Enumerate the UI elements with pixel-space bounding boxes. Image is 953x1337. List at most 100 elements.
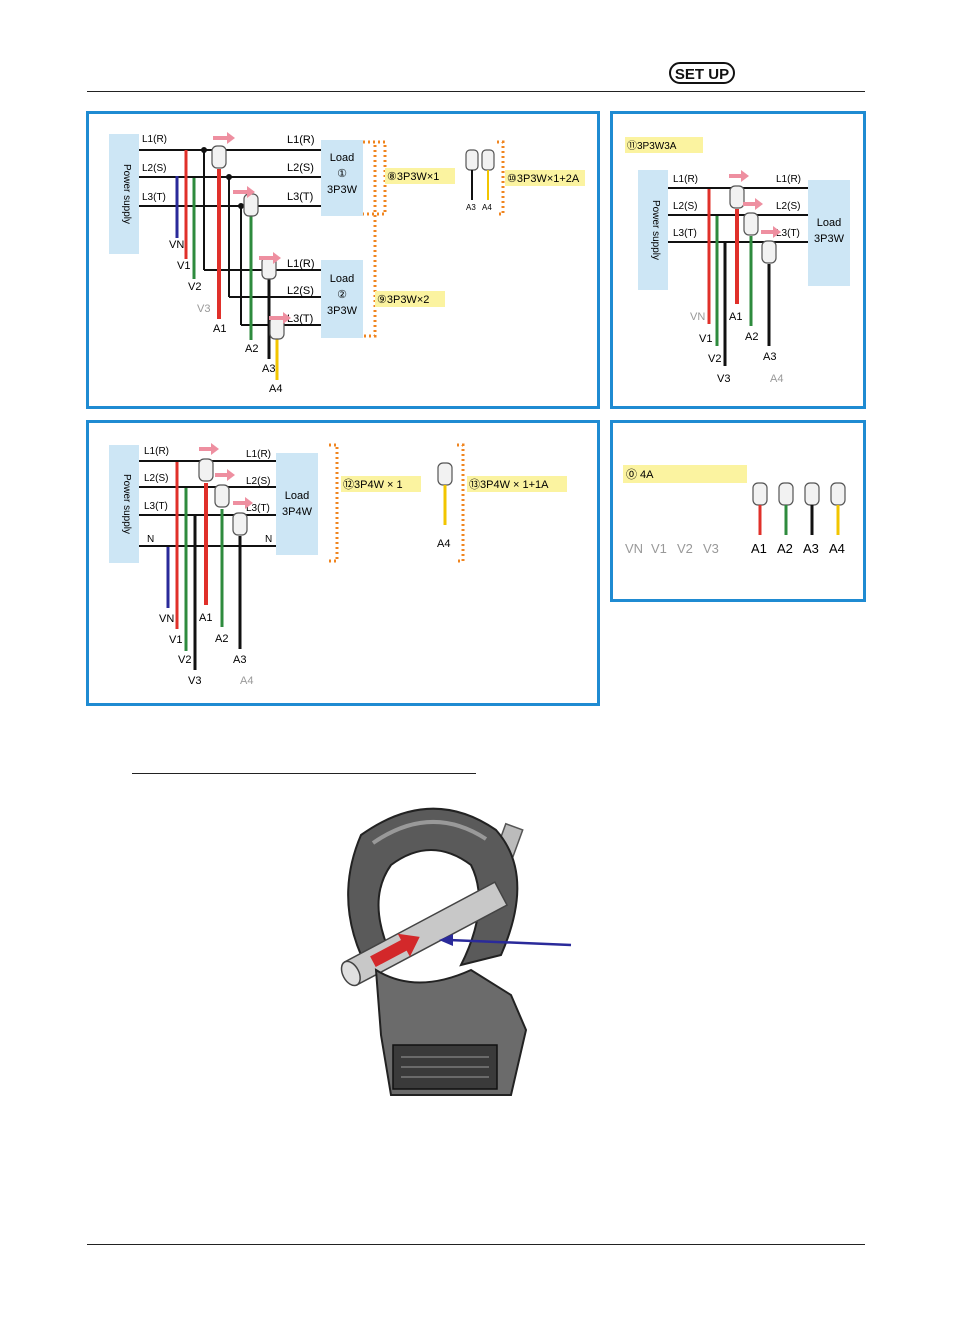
clamp-icon: [232, 512, 248, 536]
right-line-l3: L3(T): [776, 228, 800, 239]
label-v3: V3: [188, 675, 201, 687]
label-a1: A1: [213, 323, 226, 335]
clamp-icon: [437, 462, 453, 486]
panel-title: ⓪ 4A: [626, 468, 654, 481]
section-underline: [132, 773, 476, 774]
load-2-box: [321, 260, 363, 338]
current-arrow-icon: [199, 443, 219, 455]
label-v2: V2: [708, 353, 721, 365]
bracket-8: [363, 140, 387, 216]
load-2-number: ②: [337, 289, 347, 301]
label-v2: V2: [188, 281, 201, 293]
option-12-bg: [341, 476, 421, 492]
pointer-arrow-icon: [439, 934, 453, 946]
load-label: Load: [817, 217, 841, 229]
option-9-label: ⑨3P3W×2: [377, 294, 429, 306]
bracket-12: [329, 443, 339, 563]
label-a2: A2: [215, 633, 228, 645]
load-type: 3P4W: [282, 506, 313, 518]
clamp-icon: [830, 482, 846, 506]
load-1-type: 3P3W: [327, 184, 358, 196]
small-label-a3: A3: [466, 203, 476, 212]
clamp-icon: [761, 240, 777, 264]
label-v3: V3: [717, 373, 730, 385]
left-line-l3: L3(T): [673, 228, 697, 239]
right-line-l1: L1(R): [287, 134, 315, 146]
panel-3p4w: Power supply L1(R) L2(S) L3(T) N L1(R) L…: [86, 420, 600, 706]
label-a2: A2: [777, 541, 793, 556]
left-line-l3: L3(T): [144, 501, 168, 512]
wiring-diagram-4a: ⓪ 4A VN V1 V2 V3 A1 A2 A3 A4: [623, 465, 846, 556]
small-label-a4: A4: [482, 203, 492, 212]
clamp-icon: [729, 185, 745, 209]
left-line-l2: L2(S): [144, 473, 168, 484]
current-arrow-icon: [743, 198, 763, 210]
label-a3: A3: [803, 541, 819, 556]
label-v2: V2: [178, 654, 191, 666]
current-arrow-icon: [761, 226, 781, 238]
power-supply-box: [638, 170, 668, 290]
power-supply-box: [109, 134, 139, 254]
label-vn: VN: [159, 613, 174, 625]
title-bg: [623, 465, 747, 483]
label-v1: V1: [699, 333, 712, 345]
right-line-l2: L2(S): [776, 201, 800, 212]
option-10-bg: [505, 170, 585, 186]
label-vn: VN: [690, 311, 705, 323]
left-line-n: N: [147, 534, 154, 545]
bracket-10: [497, 140, 505, 216]
power-supply-label: Power supply: [121, 474, 132, 534]
clamp-icon: [198, 458, 214, 482]
clamp-icon: [778, 482, 794, 506]
load-1-number: ①: [337, 168, 347, 180]
right-line-l2: L2(S): [246, 476, 270, 487]
bracket-9: [363, 140, 377, 338]
label-v3: V3: [703, 541, 719, 556]
label-v3: V3: [197, 303, 210, 315]
label-a4: A4: [269, 383, 282, 395]
panel-title: ⑪3P3W3A: [627, 140, 677, 152]
option-8-label: ⑧3P3W×1: [387, 171, 439, 183]
right-line-l2: L2(S): [287, 162, 314, 174]
wiring-diagram-3p3w: Power supply L1(R) L2(S) L3(T) L1(R) L2(…: [109, 132, 585, 395]
option-8-bg: [385, 168, 455, 184]
current-arrow-icon: [233, 186, 255, 198]
load-2-type: 3P3W: [327, 305, 358, 317]
right-line-l3: L3(T): [287, 191, 313, 203]
label-a4: A4: [770, 373, 783, 385]
current-arrow-icon: [233, 497, 253, 509]
right-line-l1: L1(R): [246, 449, 271, 460]
left-line-l2: L2(S): [673, 201, 697, 212]
setup-badge: SET UP: [669, 62, 735, 84]
right-line-l1: L1(R): [776, 174, 801, 185]
label-vn: VN: [625, 541, 643, 556]
left-line-l3: L3(T): [142, 192, 166, 203]
label-a1: A1: [199, 612, 212, 624]
power-supply-label: Power supply: [650, 200, 661, 260]
wiring-diagram-3p3w3a: ⑪3P3W3A Power supply L1(R) L2(S) L3(T) L…: [625, 137, 850, 385]
clamp-icon: [465, 149, 479, 171]
option-13-bg: [467, 476, 567, 492]
label-a3: A3: [262, 363, 275, 375]
power-supply-box: [109, 445, 139, 563]
current-arrow-icon: [213, 132, 235, 144]
left-line-l1: L1(R): [142, 134, 167, 145]
clamp-icon: [481, 149, 495, 171]
panel-3p3w: Power supply L1(R) L2(S) L3(T) L1(R) L2(…: [86, 111, 600, 409]
pointer-line: [448, 938, 572, 947]
footer-rule: [87, 1244, 865, 1245]
power-supply-label: Power supply: [121, 164, 132, 224]
load-label: Load: [285, 490, 309, 502]
load2-line-l2: L2(S): [287, 285, 314, 297]
jaw-highlight: [371, 820, 488, 845]
label-a4: A4: [829, 541, 845, 556]
small-label-a4: A4: [437, 538, 450, 550]
current-arrow-icon: [729, 170, 749, 182]
label-a1: A1: [729, 311, 742, 323]
load-box: [276, 453, 318, 555]
left-line-l1: L1(R): [673, 174, 698, 185]
label-v1: V1: [169, 634, 182, 646]
current-arrow-icon: [215, 469, 235, 481]
clamp-icon: [214, 484, 230, 508]
right-line-n: N: [265, 534, 272, 545]
